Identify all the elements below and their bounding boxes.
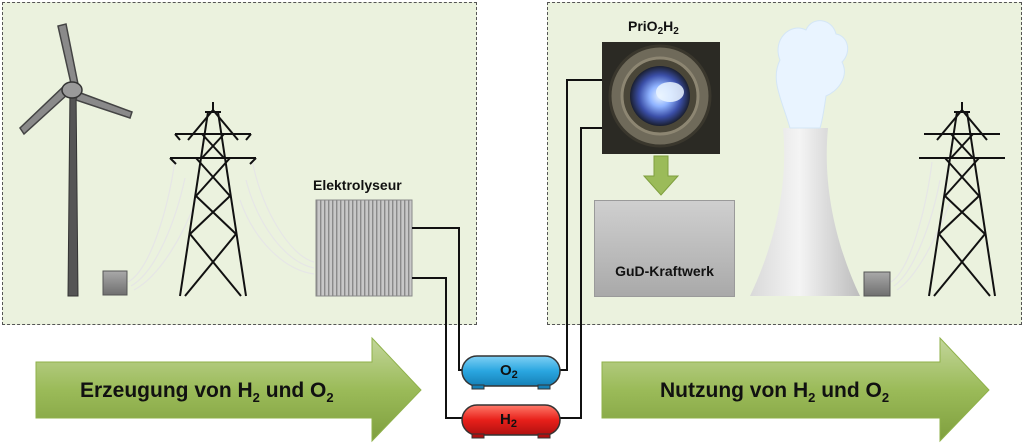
- prio-sub-a: 2: [657, 26, 664, 37]
- gud-power-plant-box: GuD-Kraftwerk: [594, 200, 735, 297]
- o2-sub: 2: [511, 369, 518, 381]
- h2-sub: 2: [510, 418, 517, 430]
- generation-sub-2: 2: [326, 390, 334, 405]
- utilization-sub-1: 2: [808, 390, 816, 405]
- generation-arrow-label: Erzeugung von H2 und O2: [80, 379, 334, 405]
- h2-text: H: [500, 411, 511, 428]
- utilization-arrow: [601, 336, 990, 443]
- h2-tank-icon: [461, 404, 561, 439]
- prio-label-part-b: H: [663, 18, 674, 34]
- power-pylon-right-icon: [919, 102, 1005, 297]
- prio-label-part-a: PriO: [628, 18, 658, 34]
- utilization-text-a: Nutzung von H: [660, 379, 809, 402]
- cooling-tower-icon: [750, 128, 860, 296]
- utilization-text-b: und O: [815, 379, 882, 402]
- o2-tank-label: O2: [500, 362, 518, 381]
- utilization-arrow-label: Nutzung von H2 und O2: [660, 379, 890, 405]
- cables-right-icon: [890, 161, 951, 291]
- power-pylon-left-icon: [169, 102, 257, 297]
- prio2h2-label: PriO2H2: [628, 18, 679, 37]
- o2-tank-icon: [461, 355, 561, 390]
- pipes-icon: [412, 79, 602, 419]
- gud-label: GuD-Kraftwerk: [615, 263, 714, 279]
- electrolyzer-icon: [315, 199, 413, 297]
- utilization-sub-2: 2: [881, 390, 890, 405]
- h2-tank-label: H2: [500, 411, 517, 430]
- cables-left-icon: [127, 159, 315, 291]
- wind-turbine-icon: [19, 23, 133, 297]
- inverter-box-icon: [102, 270, 128, 296]
- steam-plume-icon: [775, 20, 849, 129]
- generation-arrow: [35, 336, 422, 443]
- inverter-box-right-icon: [863, 271, 891, 297]
- o2-text: O: [500, 362, 512, 379]
- generation-text-b: und O: [259, 379, 327, 402]
- electrolyzer-label: Elektrolyseur: [313, 177, 402, 193]
- down-arrow-icon: [642, 155, 680, 196]
- generation-sub-1: 2: [252, 390, 260, 405]
- prio-sub-b: 2: [673, 26, 679, 37]
- generation-text-a: Erzeugung von H: [80, 379, 253, 402]
- combustion-chamber-photo: [602, 42, 720, 154]
